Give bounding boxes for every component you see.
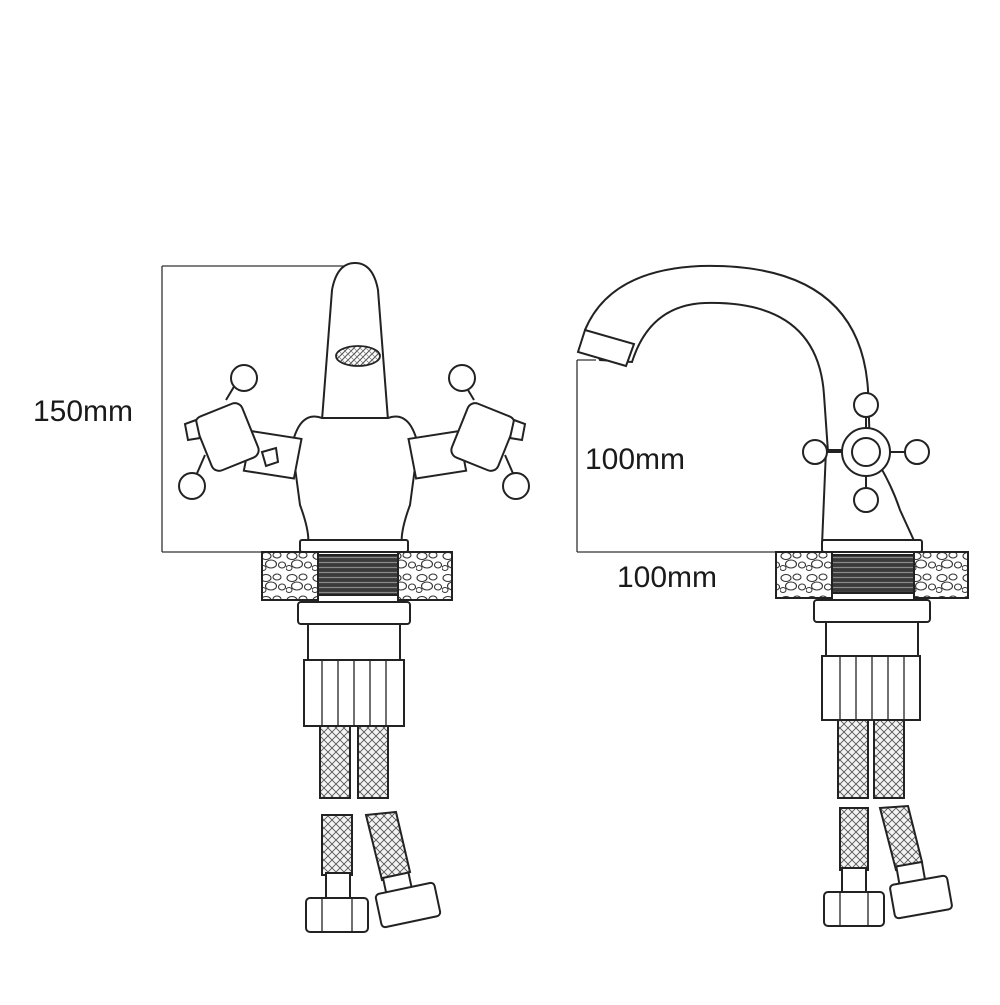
front-hose-left-ferrule [325,872,351,900]
front-nut-ridges [321,660,387,726]
front-body [290,415,420,546]
side-nut-ridges [839,656,905,720]
side-washer [813,599,931,623]
side-hose-left-lower [839,807,869,871]
side-spout-reach-label: 100mm [617,561,718,594]
front-threaded-shank [317,554,399,596]
front-hose-left-nut [305,897,369,933]
side-spout-arc [583,264,872,454]
side-cross-handle [802,392,930,513]
front-countertop-left [261,551,319,601]
side-base-collar [821,539,923,553]
front-countertop-right [397,551,453,601]
front-hose-left-lower [321,814,353,876]
side-threaded-shank [831,554,915,594]
front-shank-upper [307,623,401,661]
side-mounting-nut [821,655,921,721]
side-hose-right-lower [878,804,924,872]
front-right-handle [407,364,530,500]
front-height-label: 150mm [33,395,134,428]
side-hose-right-nut [889,874,953,920]
side-spout-tip [576,328,636,368]
front-hose-right-lower [364,810,412,882]
front-hose-right-upper [357,725,389,799]
front-washer [297,601,411,625]
side-view [576,264,969,927]
front-spout [320,261,390,421]
side-hose-left-nut [823,891,885,927]
side-shank-upper [825,621,919,657]
side-hose-right-upper [873,719,905,799]
side-hose-left-ferrule [841,867,867,895]
side-hose-left-upper [837,719,869,799]
front-view [161,261,530,933]
front-aerator [335,345,381,367]
side-countertop-right [913,551,969,599]
front-hose-right-nut [374,881,442,929]
front-hose-left-upper [319,725,351,799]
front-base-collar [299,539,409,553]
side-countertop-left [775,551,833,599]
side-spout-height-label: 100mm [585,443,686,476]
front-left-handle [178,364,303,500]
